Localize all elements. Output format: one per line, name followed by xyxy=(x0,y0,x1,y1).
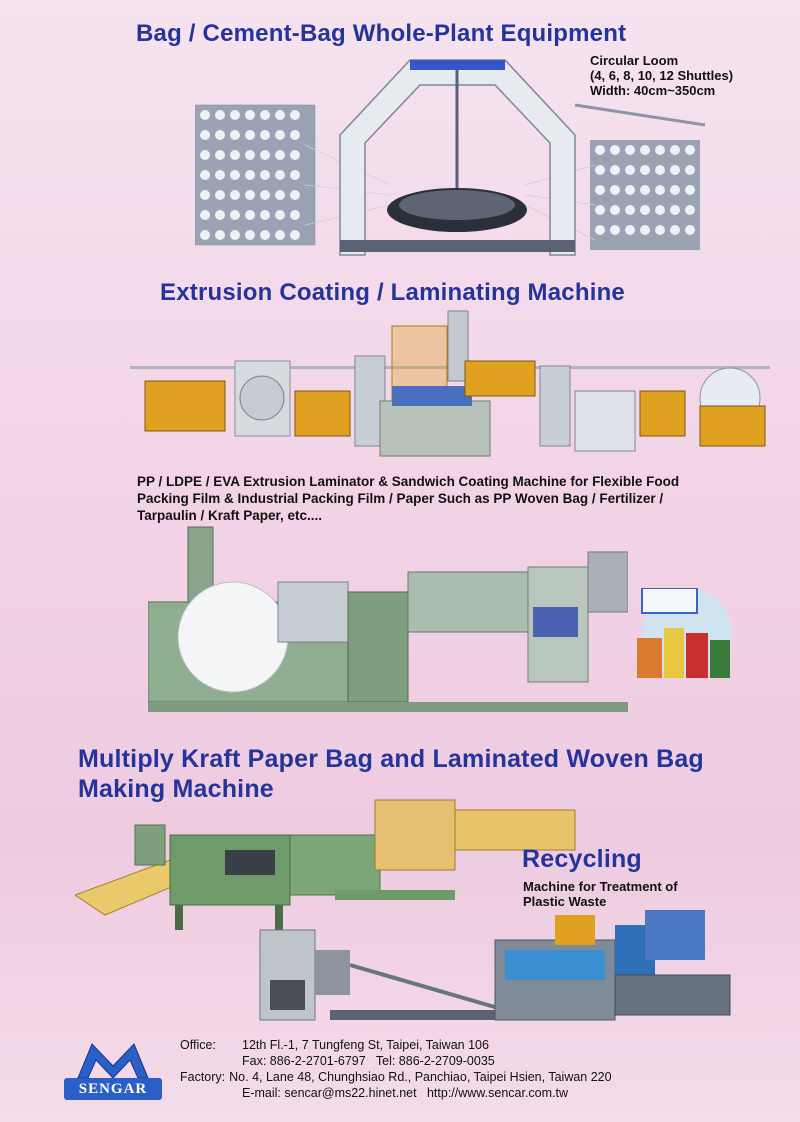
extrusion-description-line: PP / LDPE / EVA Extrusion Laminator & Sa… xyxy=(137,474,680,489)
factory-label: Factory: xyxy=(180,1070,226,1084)
factory-row: Factory: No. 4, Lane 48, Chunghsiao Rd.,… xyxy=(180,1069,612,1085)
loom-caption-line: Circular Loom xyxy=(590,53,679,68)
extrusion-title: Extrusion Coating / Laminating Machine xyxy=(160,279,625,306)
loom-title: Bag / Cement-Bag Whole-Plant Equipment xyxy=(136,20,627,47)
sengar-logo: SENGAR xyxy=(64,1040,162,1106)
recycling-machine-image xyxy=(259,910,731,1021)
circular-loom-image xyxy=(195,59,706,256)
contact-indent xyxy=(180,1085,242,1101)
kraft-title-line2: Making Machine xyxy=(78,775,274,803)
contact-text[interactable]: E-mail: sencar@ms22.hinet.net http://www… xyxy=(242,1086,569,1100)
recycling-caption: Machine for Treatment of Plastic Waste xyxy=(523,879,678,909)
sengar-logo-mark xyxy=(77,1043,149,1079)
sengar-logo-text: SENGAR xyxy=(64,1078,162,1100)
recycling-title: Recycling xyxy=(522,845,642,873)
recycling-caption-line: Plastic Waste xyxy=(523,894,607,909)
packaging-products-image xyxy=(637,588,732,678)
extrusion-description-line: Packing Film & Industrial Packing Film /… xyxy=(137,491,664,506)
phones-indent xyxy=(180,1053,242,1069)
phones-text: Fax: 886-2-2701-6797 Tel: 886-2-2709-003… xyxy=(242,1054,495,1068)
kraft-title-line1: Multiply Kraft Paper Bag and Laminated W… xyxy=(78,745,704,773)
extrusion-laminator-image xyxy=(130,310,770,457)
contact-row: E-mail: sencar@ms22.hinet.net http://www… xyxy=(180,1085,612,1101)
extrusion-description: PP / LDPE / EVA Extrusion Laminator & Sa… xyxy=(137,473,679,524)
office-address: 12th Fl.-1, 7 Tungfeng St, Taipei, Taiwa… xyxy=(242,1038,489,1052)
factory-address: No. 4, Lane 48, Chunghsiao Rd., Panchiao… xyxy=(229,1070,612,1084)
loom-caption: Circular Loom (4, 6, 8, 10, 12 Shuttles)… xyxy=(590,53,733,98)
office-row: Office: 12th Fl.-1, 7 Tungfeng St, Taipe… xyxy=(180,1037,612,1053)
recycling-caption-line: Machine for Treatment of xyxy=(523,879,678,894)
loom-caption-line: (4, 6, 8, 10, 12 Shuttles) xyxy=(590,68,734,83)
footer-contact: Office: 12th Fl.-1, 7 Tungfeng St, Taipe… xyxy=(180,1037,612,1101)
loom-caption-line: Width: 40cm~350cm xyxy=(590,83,716,98)
extrusion-description-line: Tarpaulin / Kraft Paper, etc.... xyxy=(137,508,323,523)
office-label: Office: xyxy=(180,1038,216,1052)
phones-row: Fax: 886-2-2701-6797 Tel: 886-2-2709-003… xyxy=(180,1053,612,1069)
kraft-bag-machine-image xyxy=(75,799,576,930)
coating-machine-image xyxy=(148,526,628,712)
